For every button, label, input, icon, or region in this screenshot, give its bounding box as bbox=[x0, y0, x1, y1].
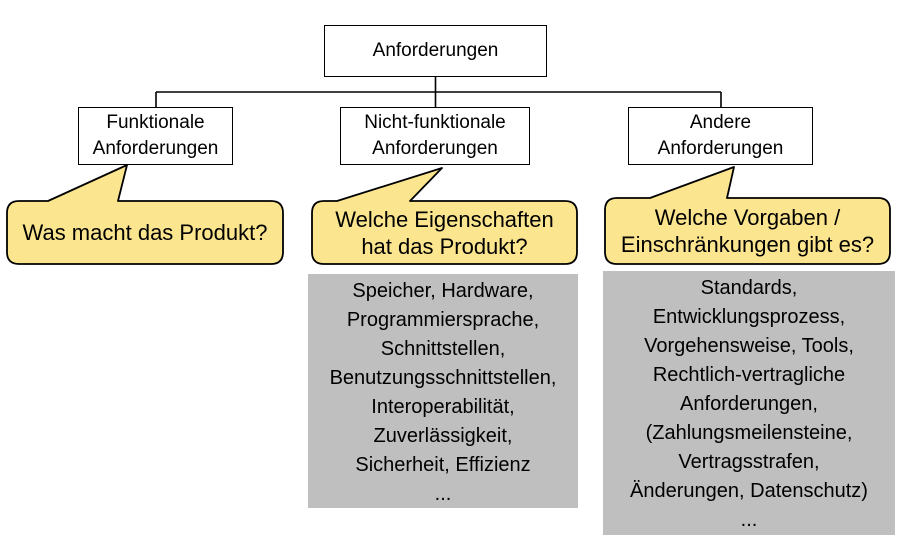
details-panel-nonfunctional: Speicher, Hardware, Programmiersprache, Sc… bbox=[308, 274, 578, 508]
detail-line: Vertragsstrafen, bbox=[678, 451, 820, 473]
detail-line: ... bbox=[434, 483, 452, 505]
detail-line: Zuverlässigkeit, bbox=[373, 425, 513, 447]
detail-line: Benutzungsschnittstellen, bbox=[329, 367, 557, 389]
detail-line: Programmiersprache, bbox=[346, 309, 540, 331]
node-andere-anforderungen: Andere Anforderungen bbox=[628, 107, 813, 165]
detail-line: Schnittstellen, bbox=[380, 338, 506, 360]
question-functional: Was macht das Produkt? bbox=[22, 220, 268, 245]
node-anforderungen: Anforderungen bbox=[324, 25, 547, 77]
detail-line: Änderungen, Datenschutz) bbox=[630, 480, 868, 502]
detail-line: Standards, bbox=[700, 277, 798, 299]
speech-bubble-nonfunctional bbox=[311, 167, 578, 265]
question-nonfunctional: Welche Eigenschaften hat das Produkt? bbox=[335, 206, 554, 259]
detail-line: Anforderungen, bbox=[680, 393, 818, 415]
detail-line: Entwicklungsprozess, bbox=[652, 306, 846, 328]
question-other: Welche Vorgaben / Einschränkungen gibt e… bbox=[620, 205, 875, 257]
detail-line: Interoperabilität, bbox=[371, 396, 515, 418]
detail-line: Sicherheit, Effizienz bbox=[355, 454, 531, 476]
node-nicht-funktionale-anforderungen: Nicht-funktionale Anforderungen bbox=[340, 107, 530, 165]
speech-bubble-other bbox=[604, 166, 891, 265]
node-funktionale-anforderungen: Funktionale Anforderungen bbox=[78, 107, 233, 165]
details-panel-other: Standards, Entwicklungsprozess, Vorgehensw… bbox=[603, 271, 895, 535]
detail-line: Speicher, Hardware, bbox=[352, 280, 534, 302]
speech-bubble-functional bbox=[6, 164, 284, 265]
detail-line: (Zahlungsmeilensteine, bbox=[645, 422, 853, 444]
detail-line: Vorgehensweise, Tools, bbox=[644, 335, 854, 357]
detail-line: Rechtlich-vertragliche bbox=[652, 364, 846, 386]
detail-line: ... bbox=[740, 509, 758, 531]
connector-lines bbox=[155, 77, 722, 107]
